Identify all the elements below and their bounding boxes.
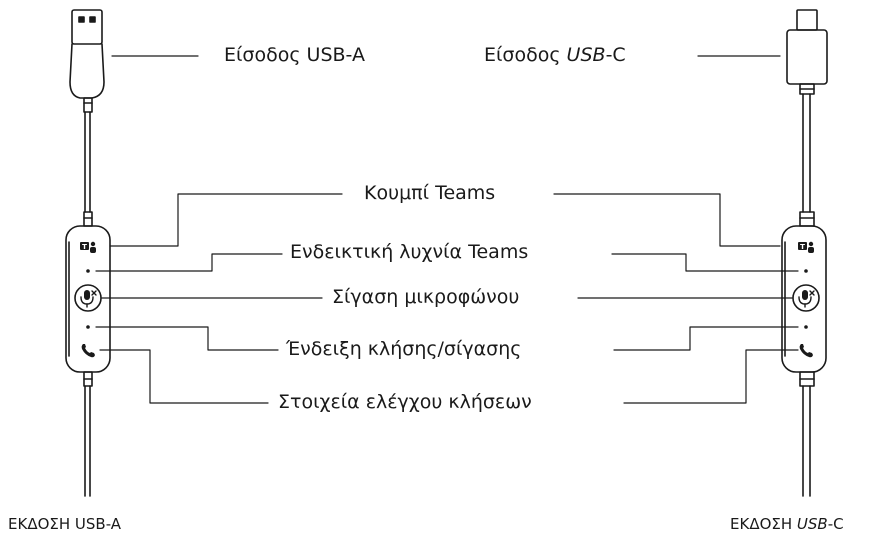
call-mute-indicator-light [86,325,90,329]
call-controls-label: Στοιχεία ελέγχου κλήσεων [278,391,532,413]
mic-mute-label: Σίγαση μικροφώνου [332,286,520,308]
teams-indicator-light [804,269,808,273]
teams-button-label: Κουμπί Teams [364,182,496,204]
teams-indicator-light [86,269,90,273]
usb-c-port-label-emph: USB [566,44,606,66]
usb-c-port-label-suffix: -C [605,44,626,66]
usb-c-version-label-emph: USB [796,515,828,533]
teams-icon: T [80,241,96,253]
usb-c-port-label-prefix: Είσοδος [484,44,567,66]
usb-a-control-box [65,225,111,373]
mic-mute-icon [798,290,815,308]
call-mute-indicator-label: Ένδειξη κλήσης/σίγασης [286,338,522,360]
leader-lines [95,55,799,404]
usb-a-plug-icon [69,9,105,113]
usb-c-port-label: Είσοδος USB-C [484,46,626,65]
usb-a-port-label: Είσοδος USB-A [224,44,365,66]
usb-c-control-box [781,225,827,373]
phone-icon [81,344,95,358]
usb-c-cable [799,93,815,497]
mic-mute-button-outline [74,284,102,312]
mic-mute-icon [80,290,97,308]
phone-icon [799,344,813,358]
usb-a-version-label: ΕΚΔΟΣΗ USB-A [8,515,122,533]
usb-a-cable [83,111,93,497]
teams-icon: T [798,241,814,253]
mic-mute-button-outline [792,284,820,312]
usb-c-version-label: ΕΚΔΟΣΗ USB-C [730,517,844,532]
usb-c-version-label-suffix: -C [827,515,844,533]
usb-c-plug-icon [786,9,828,95]
teams-indicator-label: Ενδεικτική λυχνία Teams [290,241,529,263]
svg-text:T: T [82,243,87,251]
call-mute-indicator-light [804,325,808,329]
usb-c-version-label-prefix: ΕΚΔΟΣΗ [730,515,797,533]
svg-text:T: T [800,243,805,251]
